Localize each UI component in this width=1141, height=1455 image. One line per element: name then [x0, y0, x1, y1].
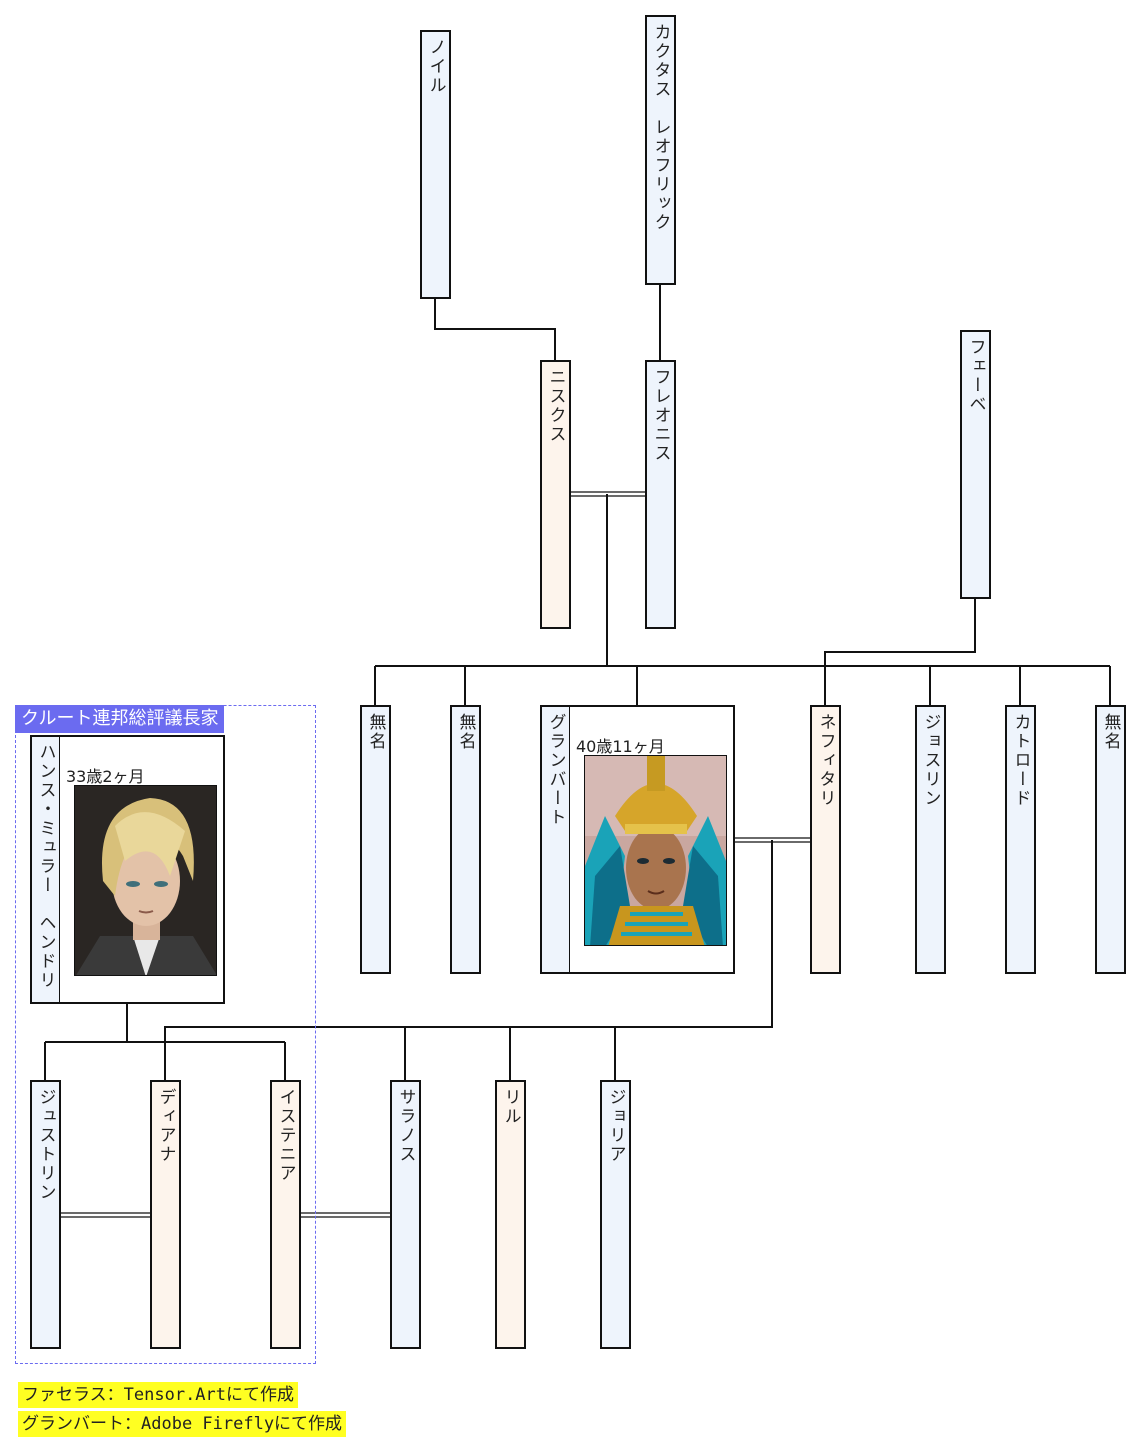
- image-credit-line-1: ファセラス：Tensor.Artにて作成: [18, 1382, 299, 1408]
- person-box-saranosu[interactable]: サラノス: [390, 1080, 421, 1349]
- person-box-fuebe[interactable]: フェーベ: [960, 330, 991, 599]
- parent-line-noiru: [434, 298, 556, 360]
- person-name: ディアナ: [155, 1088, 176, 1164]
- person-name: 無名: [1100, 713, 1121, 751]
- person-box-nefitari[interactable]: ネフィタリ: [810, 705, 841, 974]
- person-name-strip: グランバート: [542, 707, 570, 972]
- person-box-noiru[interactable]: ノイル: [420, 30, 451, 299]
- person-name: サラノス: [395, 1088, 416, 1164]
- person-box-mumei-3[interactable]: 無名: [1095, 705, 1126, 974]
- house-group-label: クルート連邦総評議長家: [15, 705, 225, 733]
- person-name: カクタス レオフリック: [650, 23, 671, 232]
- person-box-kakutasu[interactable]: カクタス レオフリック: [645, 15, 676, 285]
- age-label: 33歳2ヶ月: [66, 767, 145, 786]
- person-name: フレオニス: [650, 368, 671, 463]
- portrait-image-hansu: [74, 785, 217, 976]
- person-box-diana[interactable]: ディアナ: [150, 1080, 181, 1349]
- person-box-riru[interactable]: リル: [495, 1080, 526, 1349]
- person-name: 無名: [365, 713, 386, 751]
- person-box-mumei-2[interactable]: 無名: [450, 705, 481, 974]
- person-name-strip: ハンス・ミュラー ヘンドリ: [32, 737, 60, 1002]
- person-box-joria[interactable]: ジョリア: [600, 1080, 631, 1349]
- person-name: グランバート: [545, 713, 566, 827]
- pharaoh-portrait-icon: [585, 756, 726, 945]
- image-credit-line-2: グランバート：Adobe Fireflyにて作成: [18, 1411, 347, 1437]
- person-name: フェーベ: [965, 338, 986, 414]
- person-box-fureonisu[interactable]: フレオニス: [645, 360, 676, 629]
- person-name: ジョスリン: [920, 713, 941, 808]
- person-box-nisukusu[interactable]: ニスクス: [540, 360, 571, 629]
- person-name: リル: [500, 1088, 521, 1126]
- portrait-image-guranbato: [584, 755, 727, 946]
- person-name: ノイル: [425, 38, 446, 95]
- descent-line-guranbato: [164, 840, 773, 1080]
- person-name: イステニア: [275, 1088, 296, 1183]
- parent-line-fuebe: [824, 598, 976, 705]
- person-name: ハンス・ミュラー ヘンドリ: [35, 743, 56, 990]
- person-name: ジュストリン: [35, 1088, 56, 1202]
- person-name: ジョリア: [605, 1088, 626, 1164]
- person-box-jusutorin[interactable]: ジュストリン: [30, 1080, 61, 1349]
- person-name: ネフィタリ: [815, 713, 836, 808]
- person-box-isutenia[interactable]: イステニア: [270, 1080, 301, 1349]
- age-label: 40歳11ヶ月: [576, 737, 665, 756]
- person-box-katorodo[interactable]: カトロード: [1005, 705, 1036, 974]
- person-card-hansu[interactable]: ハンス・ミュラー ヘンドリ 33歳2ヶ月: [30, 735, 225, 1004]
- person-name: ニスクス: [545, 368, 566, 444]
- person-box-josurin[interactable]: ジョスリン: [915, 705, 946, 974]
- person-box-mumei-1[interactable]: 無名: [360, 705, 391, 974]
- blond-man-portrait-icon: [75, 786, 216, 975]
- person-name: カトロード: [1010, 713, 1031, 808]
- person-name: 無名: [455, 713, 476, 751]
- person-card-guranbato[interactable]: グランバート 40歳11ヶ月: [540, 705, 735, 974]
